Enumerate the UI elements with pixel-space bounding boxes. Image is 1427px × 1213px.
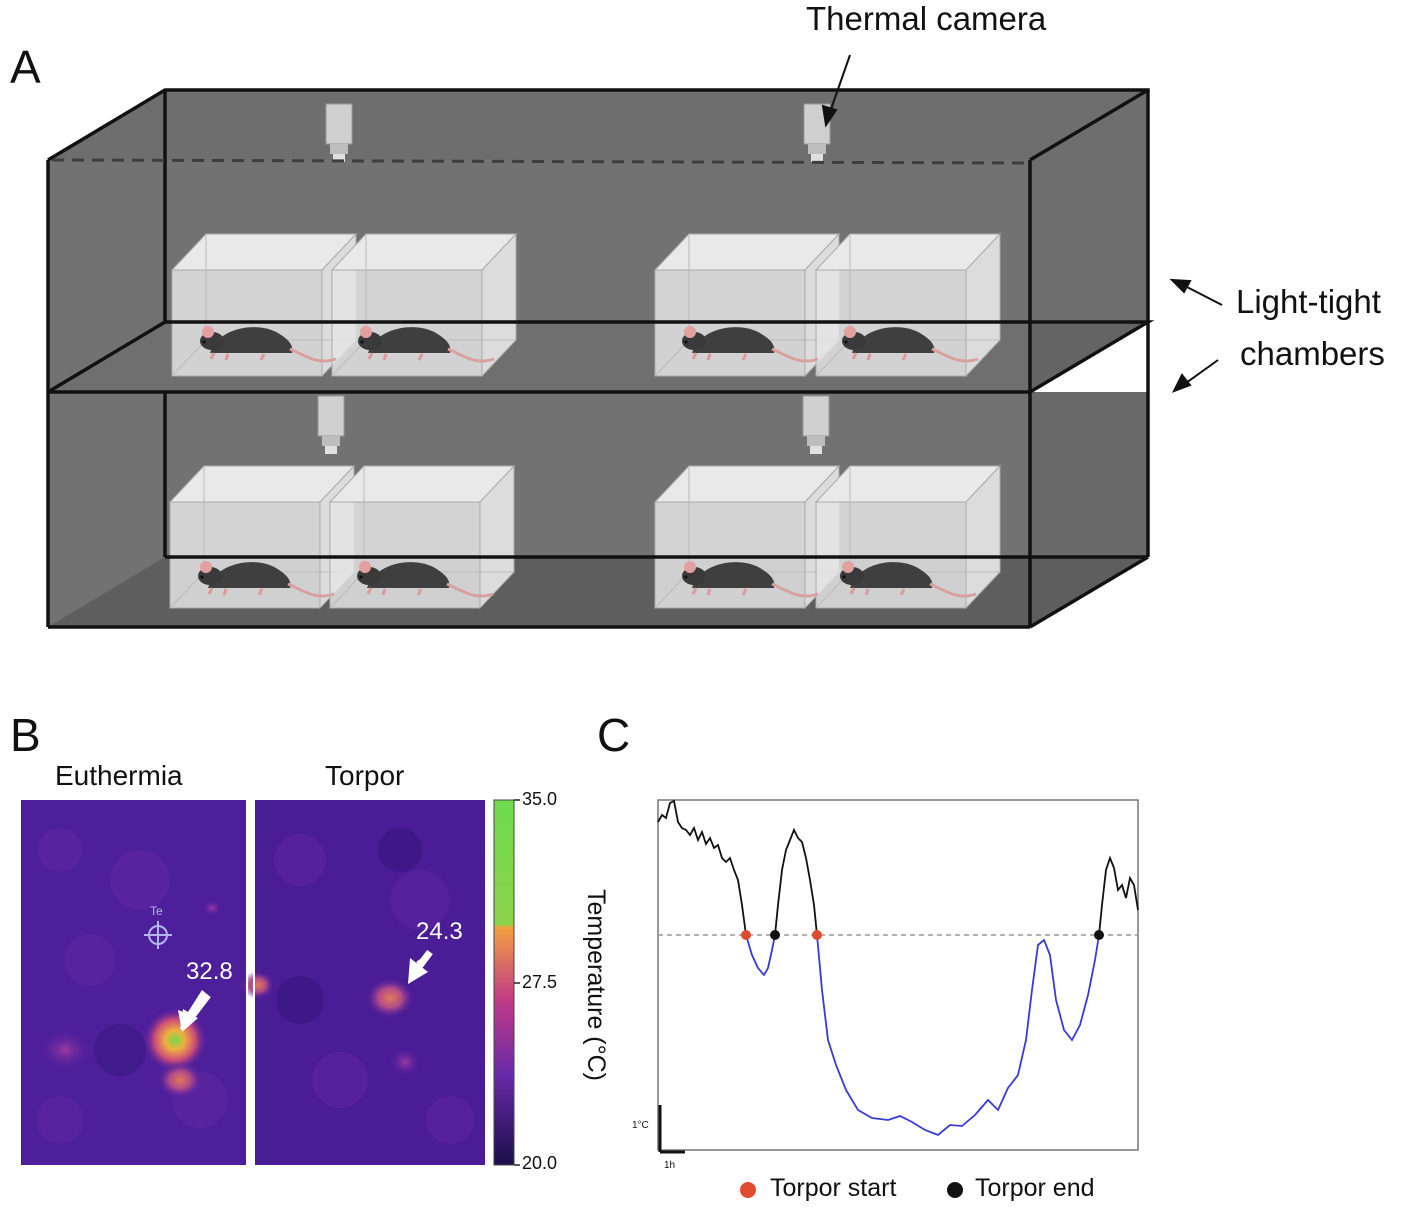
legend-torpor-end-dot — [947, 1182, 963, 1198]
trace-euthermia-3 — [1098, 855, 1139, 936]
legend-torpor-end-label: Torpor end — [975, 1174, 1095, 1202]
thermal-value-torpor: 24.3 — [416, 918, 463, 945]
trace-euthermia-2 — [774, 827, 818, 936]
scale-x-label: 1h — [664, 1160, 676, 1171]
colorbar-tick-mid: 27.5 — [522, 972, 558, 992]
crosshair-icon — [144, 921, 172, 949]
euthermia-title: Euthermia — [55, 760, 183, 791]
legend-torpor-start-label: Torpor start — [770, 1174, 897, 1202]
colorbar-label: Temperature (°C) — [582, 889, 610, 1081]
panel-letter-c: C — [597, 709, 631, 761]
chambers-label-line2: chambers — [1240, 335, 1385, 372]
torpor-end-marker — [770, 930, 780, 940]
colorbar-tick-top: 35.0 — [522, 789, 558, 809]
chambers-label-line1: Light-tight — [1236, 283, 1381, 320]
panel-letter-a: A — [10, 41, 41, 93]
panel-letter-b: B — [10, 709, 41, 761]
colorbar-tick-bottom: 20.0 — [522, 1153, 558, 1173]
te-label: Te — [150, 904, 163, 918]
thermal-camera-label: Thermal camera — [806, 0, 1047, 37]
scale-bar — [658, 1105, 685, 1154]
torpor-end-marker — [1094, 930, 1104, 940]
trace-torpor-2 — [816, 934, 1100, 1137]
legend-torpor-start-dot — [740, 1182, 756, 1198]
trace-euthermia-1 — [657, 799, 747, 936]
torpor-start-marker — [812, 930, 822, 940]
torpor-start-marker — [741, 930, 751, 940]
event-markers — [741, 930, 1104, 940]
trace-torpor-1 — [745, 934, 776, 977]
torpor-title: Torpor — [325, 760, 405, 791]
scale-y-label: 1°C — [632, 1120, 649, 1131]
chart-frame — [657, 799, 1139, 1151]
thermal-value-euthermia: 32.8 — [186, 958, 233, 985]
